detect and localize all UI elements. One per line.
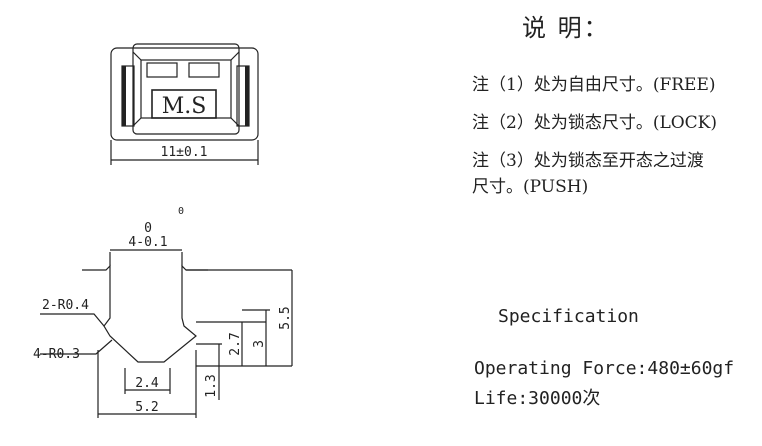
- radius-lower-label: 4-R0.3: [33, 347, 80, 362]
- spec-life: Life:30000次: [474, 388, 601, 409]
- small-mark: 0: [178, 206, 184, 217]
- bottom-outer-label: 5.2: [135, 400, 158, 415]
- label-box: [151, 89, 217, 119]
- spec-force: Operating Force:480±60gf: [474, 358, 735, 379]
- top-view-label: M.S: [162, 94, 207, 119]
- left-window: [146, 62, 178, 78]
- note-lock: 注（2）处为锁态尺寸。(LOCK): [472, 113, 718, 133]
- spec-heading: Specification: [498, 306, 639, 327]
- radius-upper-label: 2-R0.4: [42, 298, 89, 313]
- note-push-line2: 尺寸。(PUSH): [472, 177, 589, 197]
- height-3-label: 3: [252, 340, 267, 348]
- height-2-7-label: 2.7: [228, 332, 243, 355]
- right-window: [188, 62, 220, 78]
- top-view-outer: [110, 47, 259, 141]
- top-dimension-label: 4-0.1: [128, 235, 167, 250]
- note-push-line1: 注（3）处为锁态至开态之过渡: [472, 151, 704, 171]
- height-5-5-label: 5.5: [278, 306, 293, 329]
- top-view-inner: [132, 43, 240, 135]
- height-1-3-label: 1.3: [204, 374, 219, 397]
- profile-outline: [82, 264, 208, 363]
- bottom-inner-label: 2.4: [135, 376, 159, 391]
- note-free: 注（1）处为自由尺寸。(FREE): [472, 75, 716, 95]
- width-dimension-label: 11±0.1: [161, 145, 208, 160]
- top-tolerance-upper: 0: [144, 221, 152, 236]
- notes-title: 说 明：: [522, 14, 610, 42]
